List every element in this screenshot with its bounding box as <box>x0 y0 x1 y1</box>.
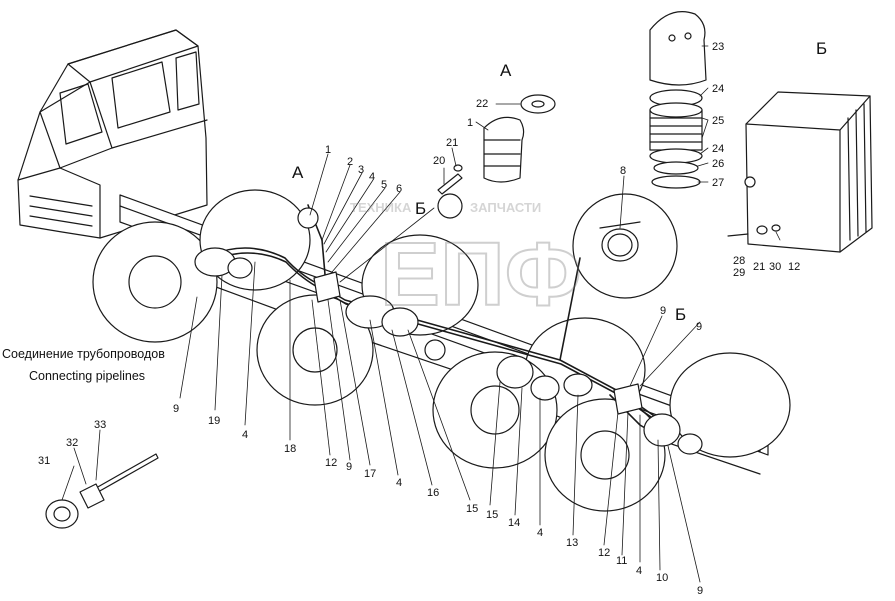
view-label-b1: Б <box>415 199 426 218</box>
wheel-axle4-right <box>669 352 791 458</box>
gasket-26 <box>653 161 699 175</box>
callout: 4 <box>537 527 543 539</box>
callout: 29 <box>733 267 745 279</box>
callout: 25 <box>712 115 724 127</box>
callout: 19 <box>208 415 220 427</box>
callout: 13 <box>566 537 578 549</box>
wheels <box>92 189 791 512</box>
callout: 23 <box>712 41 724 53</box>
callout: 27 <box>712 177 724 189</box>
distribution-block-left <box>313 271 341 303</box>
callout: 12 <box>598 547 610 559</box>
callout: 18 <box>284 443 296 455</box>
pipe-connection-detail <box>45 453 159 529</box>
callout: 1 <box>467 117 473 129</box>
watermark-text-1: ТЕХНИКА <box>350 200 412 215</box>
callout: 24 <box>712 83 724 95</box>
callout: 9 <box>660 305 666 317</box>
callout: 14 <box>508 517 520 529</box>
watermark: ТЕХНИКА ЗАПЧАСТИ ЕПФ <box>350 200 583 326</box>
axle4-unit <box>643 413 681 447</box>
view-labels: А Б А Б Б <box>292 39 827 324</box>
clamp-detail <box>572 193 678 299</box>
callout: 9 <box>697 585 703 597</box>
callout: 28 <box>733 255 745 267</box>
callout: 16 <box>427 487 439 499</box>
callout: 4 <box>636 565 642 577</box>
callout: 5 <box>381 179 387 191</box>
view-label-b2: Б <box>816 39 827 58</box>
callout: 3 <box>358 164 364 176</box>
valve-a <box>297 207 319 229</box>
callout: 15 <box>486 509 498 521</box>
callout: 4 <box>242 429 248 441</box>
ring-24b <box>649 148 703 164</box>
callout: 11 <box>616 555 627 567</box>
callout: 15 <box>466 503 478 515</box>
callout: 31 <box>38 455 50 467</box>
view-label-b3: Б <box>675 305 686 324</box>
callout: 20 <box>433 155 445 167</box>
callout: 33 <box>94 419 106 431</box>
callout: 8 <box>620 165 626 177</box>
callout: 12 <box>788 261 800 273</box>
callout: 24 <box>712 143 724 155</box>
callout: 30 <box>769 261 781 273</box>
view-label-a2: А <box>500 61 512 80</box>
callout: 6 <box>396 183 402 195</box>
watermark-big: ЕПФ <box>380 225 582 325</box>
callout: 4 <box>396 477 402 489</box>
caption-en: Connecting pipelines <box>29 369 146 383</box>
caption-ru: Соединение трубопроводов <box>2 347 165 361</box>
filter-cap <box>649 11 707 86</box>
detail-a <box>437 94 556 195</box>
callout: 1 <box>325 144 331 156</box>
distribution-block-right <box>613 383 643 415</box>
callout: 22 <box>476 98 488 110</box>
hose-fitting <box>483 116 525 183</box>
axle3-unit <box>496 355 534 389</box>
watermark-text-2: ЗАПЧАСТИ <box>470 200 541 215</box>
plate-27 <box>651 175 701 189</box>
coupling-detail <box>437 193 463 219</box>
callout: 12 <box>325 457 337 469</box>
callouts: 1 2 3 4 5 6 20 21 22 1 23 24 25 24 26 27… <box>38 41 800 597</box>
callout: 9 <box>346 461 352 473</box>
bolt-20 <box>437 173 463 195</box>
callout: 4 <box>369 171 375 183</box>
callout: 26 <box>712 158 724 170</box>
nut-32 <box>79 483 105 509</box>
callout: 9 <box>173 403 179 415</box>
callout: 17 <box>364 468 376 480</box>
tank <box>727 91 873 253</box>
callout: 10 <box>656 572 668 584</box>
callout: 9 <box>696 321 702 333</box>
filter-stack <box>649 11 707 189</box>
callout: 21 <box>446 137 458 149</box>
callout: 21 <box>753 261 765 273</box>
truck-cab <box>17 29 208 239</box>
pipe-33 <box>95 453 159 493</box>
callout: 2 <box>347 156 353 168</box>
view-label-a1: А <box>292 163 304 182</box>
callout: 32 <box>66 437 78 449</box>
leader-lines <box>61 45 781 583</box>
